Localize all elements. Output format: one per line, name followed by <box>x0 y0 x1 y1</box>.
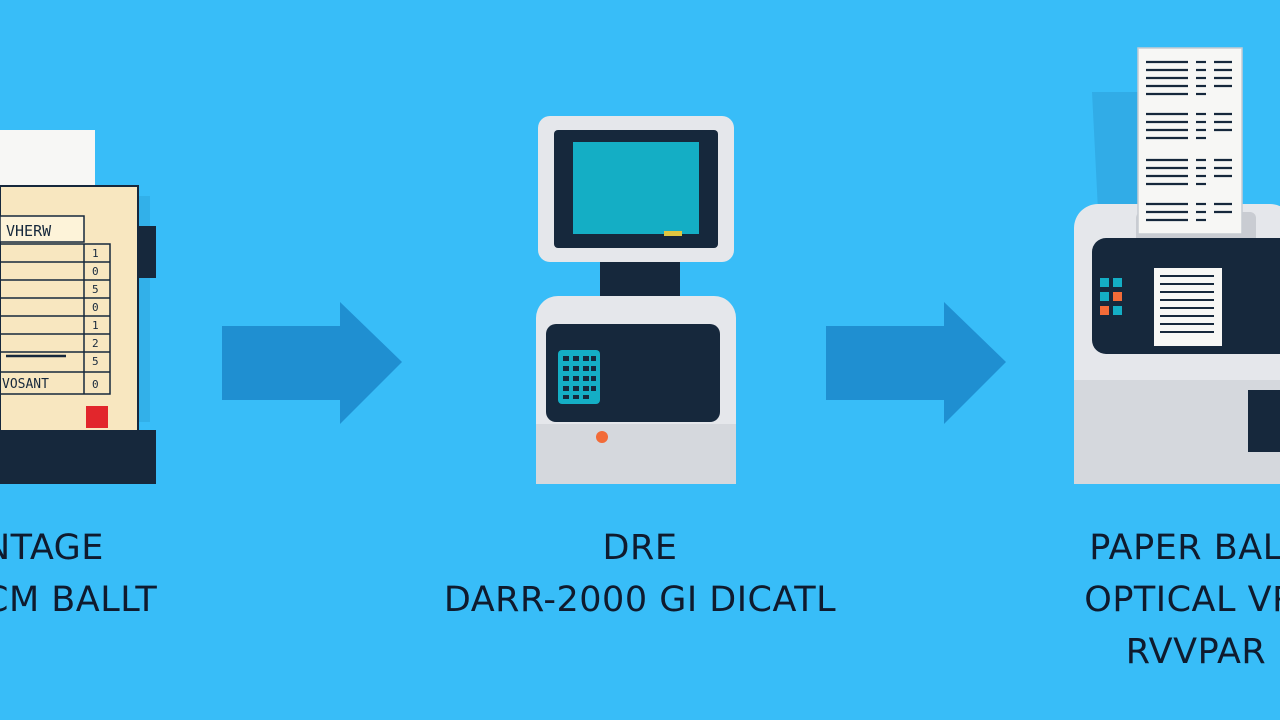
svg-text:1: 1 <box>92 247 99 260</box>
caption-right-line2: OPTICAL VRI <box>1084 580 1280 620</box>
right-arrow-icon <box>222 302 402 424</box>
caption-left-line1: NTAGE <box>0 528 104 568</box>
caption-middle-line2: DARR-2000 GI DICATL <box>443 580 837 620</box>
caption-middle: DRE DARR-2000 GI DICATL <box>424 522 856 626</box>
caption-right: PAPER BALL OPTICAL VRI RVVPAR <box>1066 522 1280 678</box>
scanner-side-slot <box>1248 390 1280 452</box>
dre-screen <box>573 142 699 234</box>
dre-indicator-light <box>596 431 608 443</box>
svg-text:1: 1 <box>92 319 99 332</box>
ballot-box-icon: VHERW 1 0 5 0 1 2 5 <box>0 130 156 484</box>
ballot-footer-text: VOSANT <box>2 377 49 392</box>
svg-text:0: 0 <box>92 301 99 314</box>
caption-left-line2: CM BALLT <box>0 580 158 620</box>
caption-right-line1: PAPER BALL <box>1089 528 1280 568</box>
scanner-paper-ballot <box>1137 47 1243 235</box>
ballot-box-base <box>0 430 156 484</box>
svg-text:5: 5 <box>92 355 99 368</box>
ballot-grid <box>0 243 111 395</box>
svg-text:0: 0 <box>92 265 99 278</box>
ballot-red-marker <box>86 406 108 428</box>
dre-voting-machine-icon <box>536 116 736 484</box>
caption-middle-line1: DRE <box>602 528 678 568</box>
scanner-buttons <box>1100 278 1122 315</box>
caption-left: NTAGE CM BALLT <box>0 522 157 626</box>
svg-text:2: 2 <box>92 337 99 350</box>
ballot-header-text: VHERW <box>6 222 52 240</box>
right-arrow-icon <box>826 302 1006 424</box>
svg-text:0: 0 <box>92 378 99 391</box>
optical-scanner-icon <box>1074 47 1280 484</box>
svg-text:5: 5 <box>92 283 99 296</box>
caption-right-line3: RVVPAR <box>1125 632 1267 672</box>
